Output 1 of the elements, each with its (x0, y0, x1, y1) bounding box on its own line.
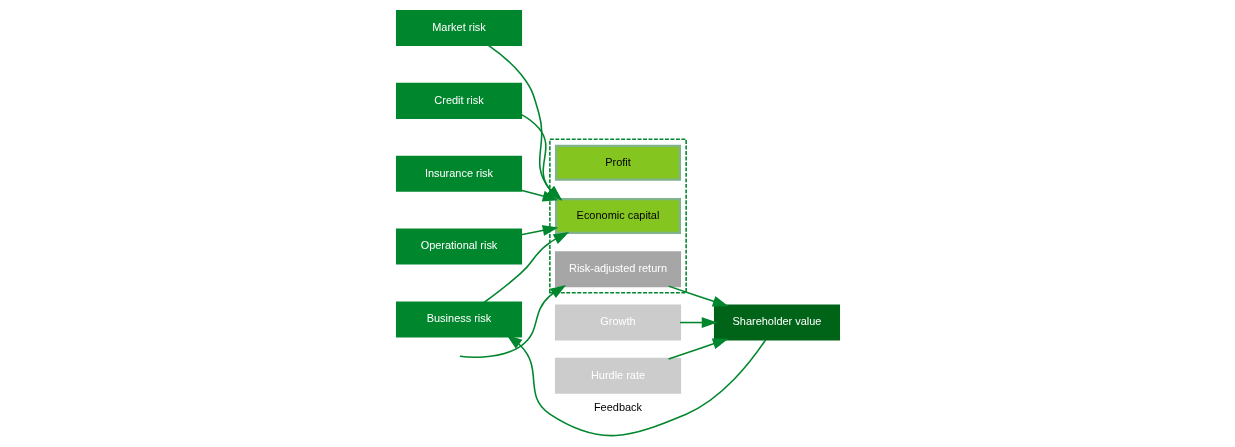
edge-label: Feedback (593, 401, 642, 414)
